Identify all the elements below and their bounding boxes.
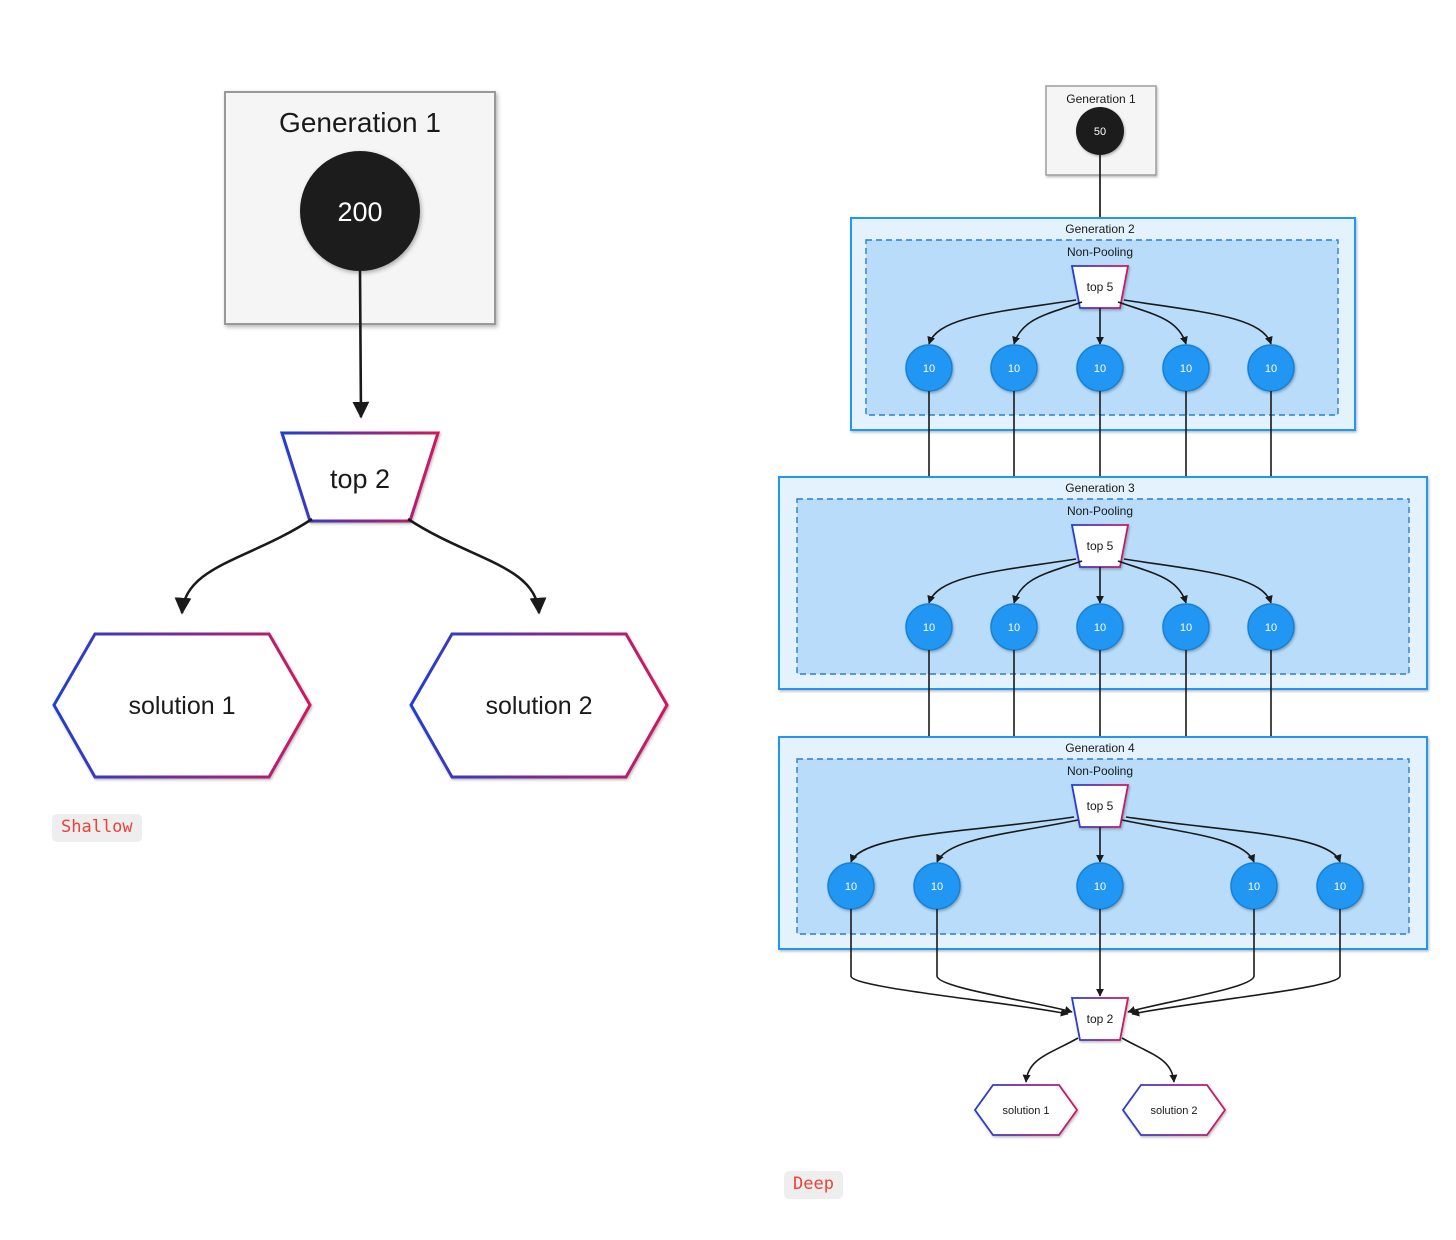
- deep-generation-3-pool-label: top 5: [1087, 539, 1114, 553]
- deep-final-pool-label: top 2: [1087, 1012, 1114, 1026]
- shallow-solution-1-label: solution 1: [128, 692, 235, 720]
- shallow-solution-2-label: solution 2: [485, 692, 592, 720]
- deep-generation1-title: Generation 1: [1066, 92, 1136, 106]
- shallow-pool-label: top 2: [330, 464, 390, 494]
- deep-g3-edge-0: [927, 558, 1077, 604]
- deep-g4-edge-4: [1125, 816, 1342, 863]
- deep-solution-2: solution 2: [1121, 1084, 1227, 1136]
- deep-generation-4-title: Generation 4: [1065, 741, 1135, 755]
- shallow-pool-top2: top 2: [279, 431, 441, 523]
- deep-final-pool-top2: top 2: [1070, 997, 1130, 1041]
- deep-g4-offspring-3-value: 10: [1248, 881, 1260, 893]
- deep-g3-offspring-4-value: 10: [1265, 622, 1277, 634]
- deep-edge-final-to-solution-2: [1121, 1037, 1178, 1083]
- deep-g2-offspring-2-value: 10: [1094, 363, 1106, 375]
- shallow-seed-population-circle: [300, 151, 420, 271]
- deep-generation-4-offspring-4: 10: [1316, 862, 1364, 910]
- shallow-seed-population-value: 200: [337, 197, 382, 227]
- shallow-edge-pool-to-solution-1: [174, 517, 313, 615]
- deep-generation-3-offspring-3: 10: [1162, 603, 1210, 651]
- shallow-edge-pool-to-solution-2: [407, 517, 547, 615]
- deep-generation-3-offspring-1: 10: [990, 603, 1038, 651]
- deep-g4-edge-3: [1121, 819, 1255, 863]
- deep-g2-edge-3: [1117, 301, 1188, 345]
- deep-g2-edge-0: [927, 299, 1077, 345]
- shallow-generation1-title: Generation 1: [279, 107, 441, 138]
- deep-panel-caption: Deep: [784, 1171, 843, 1199]
- deep-seed-population-value: 50: [1094, 126, 1106, 138]
- deep-panel: Generation 1 50 Generation 2 Non-Pooling…: [778, 85, 1428, 1136]
- deep-edge-final-to-solution-1: [1022, 1037, 1079, 1083]
- deep-solution-1: solution 1: [973, 1084, 1079, 1136]
- shallow-panel: Generation 1 200 top 2 solution 1 soluti…: [52, 91, 669, 779]
- deep-edge-g4-to-final-1: [936, 909, 1073, 1014]
- deep-g4-offspring-1-value: 10: [931, 881, 943, 893]
- deep-generation-4-offspring-1: 10: [913, 862, 961, 910]
- deep-generation-4-inner-title: Non-Pooling: [1067, 764, 1133, 778]
- shallow-solution-2: solution 2: [409, 632, 669, 779]
- deep-generation-2-pool-shape: [1070, 265, 1130, 309]
- deep-g2-offspring-1-value: 10: [1008, 363, 1020, 375]
- deep-g3-offspring-1-value: 10: [1008, 622, 1020, 634]
- deep-generation-3-offspring-2: 10: [1076, 603, 1124, 651]
- deep-g2-offspring-0-value: 10: [923, 363, 935, 375]
- deep-generation-2: Generation 2 Non-Pooling top 5 10 10: [850, 217, 1356, 431]
- deep-generation-4-offspring-3: 10: [1230, 862, 1278, 910]
- deep-g4-offspring-4-value: 10: [1334, 881, 1346, 893]
- deep-g4-offspring-2-value: 10: [1094, 881, 1106, 893]
- deep-g4-edge-0: [849, 816, 1075, 863]
- deep-generation-3-pool-shape: [1070, 524, 1130, 568]
- deep-g2-offspring-4-value: 10: [1265, 363, 1277, 375]
- deep-generation-2-offspring-3: 10: [1162, 344, 1210, 392]
- deep-edge-g4-to-final-3: [1127, 909, 1255, 1014]
- deep-edge-g4-to-final-4: [1131, 909, 1341, 1017]
- deep-solution-1-label: solution 1: [1002, 1105, 1049, 1117]
- deep-g4-offspring-0-value: 10: [845, 881, 857, 893]
- deep-generation-2-offspring-1: 10: [990, 344, 1038, 392]
- deep-generation-4-offspring-0: 10: [827, 862, 875, 910]
- shallow-panel-caption: Shallow: [52, 814, 142, 842]
- deep-generation-2-offspring-0: 10: [905, 344, 953, 392]
- deep-generation-2-title: Generation 2: [1065, 222, 1135, 236]
- deep-solution-2-label: solution 2: [1150, 1105, 1197, 1117]
- deep-generation1-box: Generation 1 50: [1045, 85, 1157, 176]
- deep-g3-edge-4: [1123, 558, 1273, 604]
- deep-generation-3-offspring-4: 10: [1247, 603, 1295, 651]
- deep-g3-offspring-3-value: 10: [1180, 622, 1192, 634]
- deep-g3-offspring-0-value: 10: [923, 622, 935, 634]
- deep-g3-offspring-2-value: 10: [1094, 622, 1106, 634]
- deep-generation-3-title: Generation 3: [1065, 481, 1135, 495]
- deep-g3-edge-1: [1012, 560, 1083, 604]
- deep-edge-g4-to-final-0: [850, 909, 1069, 1017]
- deep-generation-2-inner-title: Non-Pooling: [1067, 245, 1133, 259]
- deep-generation-4-pool-shape: [1070, 784, 1130, 828]
- deep-g2-edge-4: [1123, 299, 1273, 345]
- deep-g2-offspring-3-value: 10: [1180, 363, 1192, 375]
- deep-g4-edge-1: [936, 819, 1079, 863]
- deep-generation-4: Generation 4 Non-Pooling top 5 10 10 10: [778, 736, 1428, 950]
- deep-generation-2-offspring-4: 10: [1247, 344, 1295, 392]
- deep-seed-population-circle: [1076, 107, 1124, 155]
- shallow-solution-1: solution 1: [52, 632, 312, 779]
- deep-generation-3-inner-title: Non-Pooling: [1067, 504, 1133, 518]
- deep-generation-3: Generation 3 Non-Pooling top 5 10 10 10: [778, 476, 1428, 690]
- deep-generation-2-offspring-2: 10: [1076, 344, 1124, 392]
- deep-generation-4-offspring-2: 10: [1076, 862, 1124, 910]
- deep-generation-4-pool-label: top 5: [1087, 799, 1114, 813]
- deep-g2-edge-1: [1012, 301, 1083, 345]
- deep-generation-3-offspring-0: 10: [905, 603, 953, 651]
- shallow-edge-seed-to-pool: [352, 270, 370, 419]
- deep-g3-edge-3: [1117, 560, 1188, 604]
- deep-generation-2-pool-label: top 5: [1087, 280, 1114, 294]
